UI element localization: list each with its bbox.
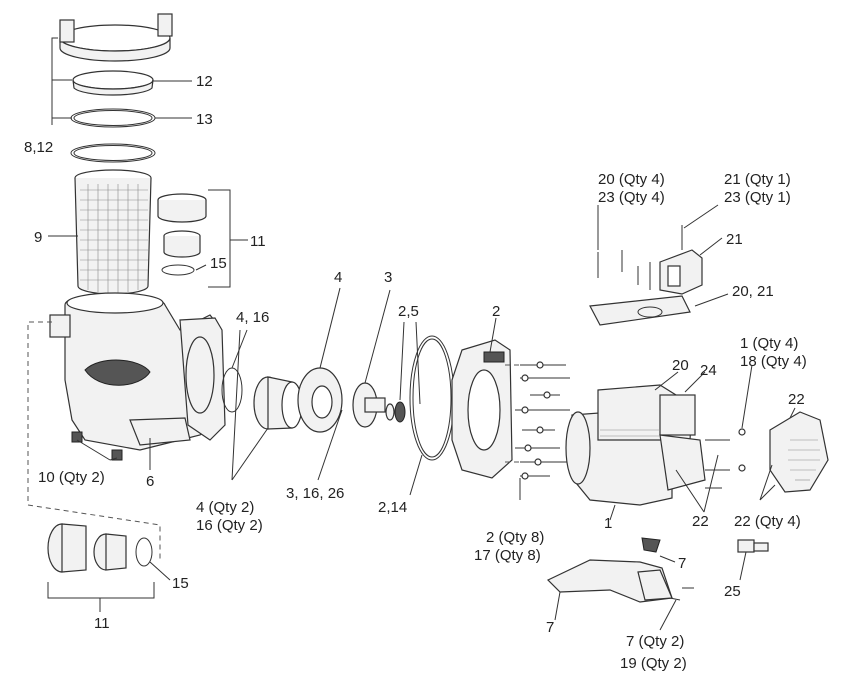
pump-lid: [72, 70, 154, 96]
diffuser: [297, 367, 343, 433]
label-21: 21: [726, 231, 743, 248]
label-7-small: 7: [678, 555, 686, 572]
seal-plate: [253, 376, 303, 430]
union-nut-bottom: [47, 523, 87, 573]
label-1: 1: [604, 515, 612, 532]
motor-base: [546, 559, 673, 603]
label-2-top: 2: [492, 303, 500, 320]
label-16-qty2: 16 (Qty 2): [196, 517, 263, 534]
seal-plate-o-ring: [409, 335, 455, 461]
label-23-qty1: 23 (Qty 1): [724, 189, 791, 206]
drain-plugs: [71, 431, 123, 461]
label-22-qty4: 22 (Qty 4): [734, 513, 801, 530]
base-screws: [669, 587, 694, 601]
label-11-bottom: 11: [94, 615, 110, 632]
label-9: 9: [34, 229, 42, 246]
union-o-ring-bottom: [135, 537, 153, 567]
label-4-qty2: 4 (Qty 2): [196, 499, 254, 516]
union-tailpiece-bottom: [93, 533, 127, 571]
label-11-top: 11: [250, 233, 266, 250]
label-22-mid: 22: [692, 513, 709, 530]
label-10-qty2: 10 (Qty 2): [38, 469, 105, 486]
label-15-bottom: 15: [172, 575, 189, 592]
control-box-cover: [659, 249, 703, 295]
label-15-top: 15: [210, 255, 227, 272]
shaft-seal: [385, 401, 406, 423]
motor-adapter-plate: [451, 339, 513, 479]
label-3: 3: [384, 269, 392, 286]
label-6: 6: [146, 473, 154, 490]
lid-o-ring: [70, 108, 156, 128]
label-17-qty8: 17 (Qty 8): [474, 547, 541, 564]
label-22-top: 22: [788, 391, 805, 408]
housing-gasket: [221, 367, 243, 413]
label-20: 20: [672, 357, 689, 374]
lid-lock-ring: [59, 13, 173, 62]
control-box-screws: [597, 225, 683, 290]
strainer-housing: [49, 292, 226, 451]
mounting-bolts: [505, 361, 570, 480]
label-19-qty2: 19 (Qty 2): [620, 655, 687, 672]
union-tailpiece-top: [163, 230, 201, 258]
union-nut-top: [157, 193, 207, 223]
label-18-qty4: 18 (Qty 4): [740, 353, 807, 370]
label-13: 13: [196, 111, 213, 128]
base-clip: [641, 537, 661, 553]
motor: [565, 384, 706, 506]
label-21-qty1: 21 (Qty 1): [724, 171, 791, 188]
union-o-ring-top: [161, 264, 195, 276]
label-7-bottom: 7: [546, 619, 554, 636]
label-12: 12: [196, 73, 213, 90]
label-2-qty8: 2 (Qty 8): [486, 529, 544, 546]
impeller: [352, 382, 386, 428]
label-23-qty4: 23 (Qty 4): [598, 189, 665, 206]
label-4: 4: [334, 269, 342, 286]
label-20-qty4: 20 (Qty 4): [598, 171, 665, 188]
label-7-qty2: 7 (Qty 2): [626, 633, 684, 650]
fan-cover: [769, 411, 829, 493]
label-2-5: 2,5: [398, 303, 419, 320]
strainer-basket: [74, 169, 152, 295]
label-24: 24: [700, 362, 717, 379]
label-3-16-26: 3, 16, 26: [286, 485, 344, 502]
control-box-base: [589, 295, 691, 326]
lid-o-ring-lower: [70, 143, 156, 163]
label-1-qty4: 1 (Qty 4): [740, 335, 798, 352]
label-25: 25: [724, 583, 741, 600]
label-8-12: 8,12: [24, 139, 53, 156]
label-20-21: 20, 21: [732, 283, 774, 300]
label-2-14: 2,14: [378, 499, 407, 516]
label-4-16: 4, 16: [236, 309, 269, 326]
fitting-25: [737, 539, 769, 553]
motor-screws: [705, 428, 746, 489]
